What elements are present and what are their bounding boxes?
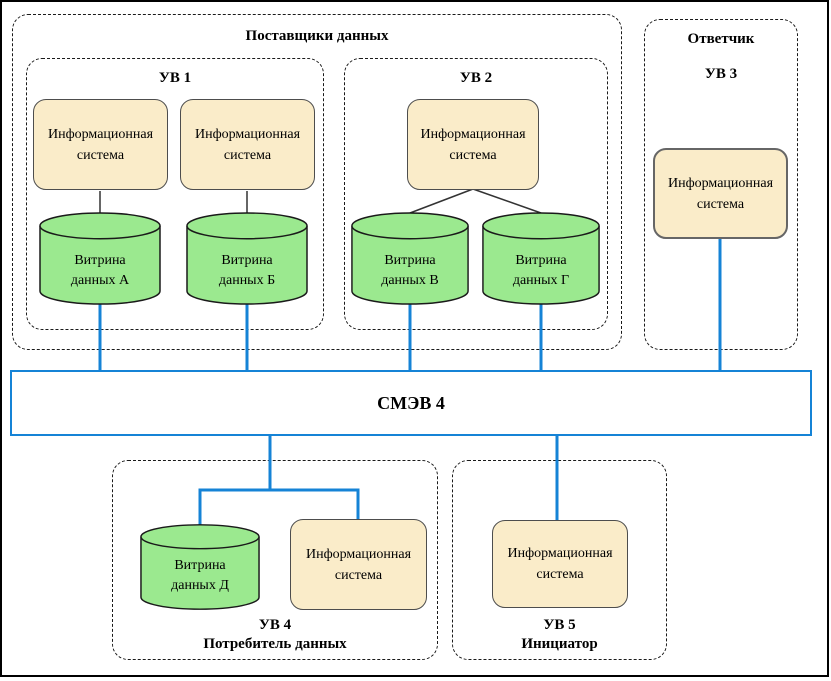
cylinder-icon xyxy=(140,524,260,610)
info-system-uv2: Информационная система xyxy=(407,99,539,190)
info-system-label: система xyxy=(334,567,383,583)
group-initiator-uv5: УВ 5 Инициатор xyxy=(452,460,667,660)
info-system-label: Информационная xyxy=(507,546,613,561)
group-role-initiator: Инициатор xyxy=(521,636,598,652)
info-system-label: Информационная xyxy=(47,126,154,142)
info-system-uv3: Информационная система xyxy=(653,148,788,239)
data-mart-label: Витрина данных А xyxy=(70,253,130,288)
cylinder-icon xyxy=(351,212,469,305)
info-system-label: Информационная xyxy=(420,126,526,142)
info-system-label: система xyxy=(223,147,272,163)
info-system-label: Информационная xyxy=(667,175,774,191)
cylinder-icon xyxy=(186,212,308,305)
group-uv1: УВ 1 xyxy=(26,58,324,330)
group-title-uv1: УВ 1 xyxy=(158,70,192,86)
info-system-uv1-left: Информационная система xyxy=(33,99,168,190)
data-mart-label: Витрина данных Д xyxy=(171,558,229,593)
group-title-uv2: УВ 2 xyxy=(459,70,493,86)
info-system-uv1-right: Информационная система xyxy=(180,99,315,190)
data-mart-label: Витрина данных Б xyxy=(218,253,276,288)
group-role-consumer: Потребитель данных xyxy=(203,636,347,652)
info-system-label: система xyxy=(76,147,125,163)
info-system-uv4: Информационная система xyxy=(290,519,427,610)
group-title-suppliers: Поставщики данных xyxy=(245,28,389,44)
data-mart-label: Витрина данных Г xyxy=(512,253,570,288)
cylinder-icon xyxy=(39,212,161,305)
group-title-responder: Ответчик xyxy=(687,31,755,47)
info-system-label: система xyxy=(449,147,497,163)
smev-bus-bar: СМЭВ 4 xyxy=(10,370,812,436)
group-title-uv4: УВ 4 xyxy=(258,617,292,633)
info-system-uv5: Информационная система xyxy=(492,520,628,608)
data-mart-a: Витрина данных А xyxy=(38,211,162,306)
data-mart-label: Витрина данных В xyxy=(381,253,439,288)
group-subtitle-uv3: УВ 3 xyxy=(704,66,738,82)
group-footer-uv4: УВ 4 Потребитель данных xyxy=(113,616,437,654)
group-consumer-uv4: УВ 4 Потребитель данных xyxy=(112,460,438,660)
smev-bus-label: СМЭВ 4 xyxy=(377,392,445,413)
info-system-label: Информационная xyxy=(305,546,412,562)
info-system-label: Информационная xyxy=(194,126,301,142)
group-footer-uv5: УВ 5 Инициатор xyxy=(453,616,666,654)
data-mart-b: Витрина данных Б xyxy=(185,211,309,306)
data-mart-d: Витрина данных Д xyxy=(139,523,261,611)
group-data-suppliers: Поставщики данных xyxy=(12,14,622,350)
group-uv2: УВ 2 xyxy=(344,58,608,330)
data-mart-v: Витрина данных В xyxy=(350,211,470,306)
cylinder-icon xyxy=(482,212,600,305)
info-system-label: система xyxy=(696,196,745,212)
data-mart-g: Витрина данных Г xyxy=(481,211,601,306)
info-system-label: система xyxy=(536,567,584,582)
group-title-uv5: УВ 5 xyxy=(543,617,576,633)
